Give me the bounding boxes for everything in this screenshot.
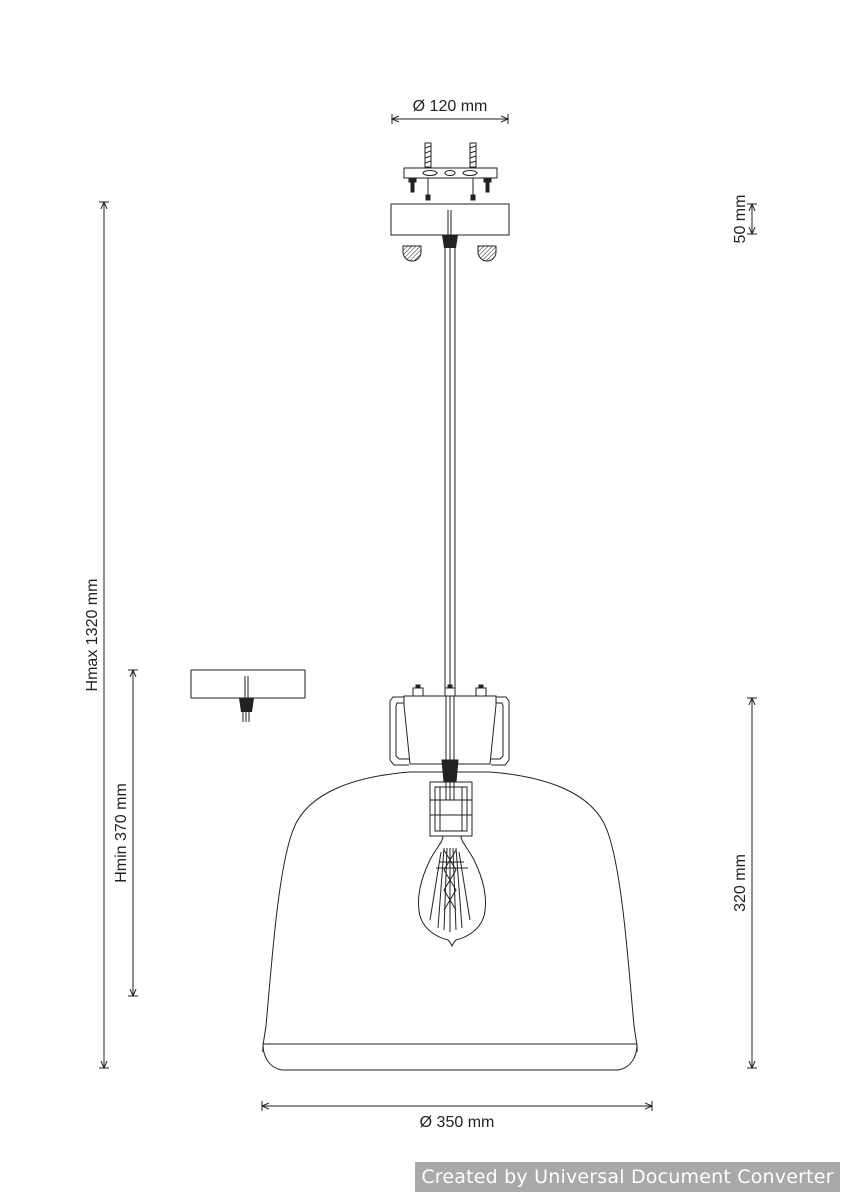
shade-height-label: 320 mm xyxy=(732,854,749,912)
lamp-socket xyxy=(429,781,473,837)
mounting-bracket xyxy=(403,142,498,201)
watermark-banner: Created by Universal Document Converter xyxy=(415,1162,840,1192)
edison-bulb xyxy=(417,835,487,948)
shade-height-dimension: 320 mm xyxy=(732,698,757,1068)
canopy-nut-right xyxy=(477,245,497,262)
wall-plug-left xyxy=(424,142,432,168)
canopy-diameter-dimension: Ø 120 mm xyxy=(392,98,508,124)
max-height-dimension: Hmax 1320 mm xyxy=(84,202,109,1068)
canopy xyxy=(390,203,510,248)
bolt-right xyxy=(483,177,492,193)
max-height-label: Hmax 1320 mm xyxy=(84,579,101,692)
canopy-reference xyxy=(190,669,306,722)
glass-shade xyxy=(262,771,638,1071)
min-height-dimension: Hmin 370 mm xyxy=(113,670,138,996)
canopy-height-dimension: 50 mm xyxy=(732,195,757,244)
shade-diameter-label: Ø 350 mm xyxy=(420,1114,495,1131)
canopy-diameter-label: Ø 120 mm xyxy=(413,98,488,115)
suspension-cable xyxy=(444,248,456,762)
lamp-head xyxy=(389,684,510,783)
wall-plug-right xyxy=(469,142,477,168)
shade-diameter-dimension: Ø 350 mm xyxy=(262,1101,652,1131)
bolt-left xyxy=(408,177,417,193)
canopy-height-label: 50 mm xyxy=(732,195,749,244)
min-height-label: Hmin 370 mm xyxy=(113,783,130,883)
canopy-nut-left xyxy=(402,245,422,262)
